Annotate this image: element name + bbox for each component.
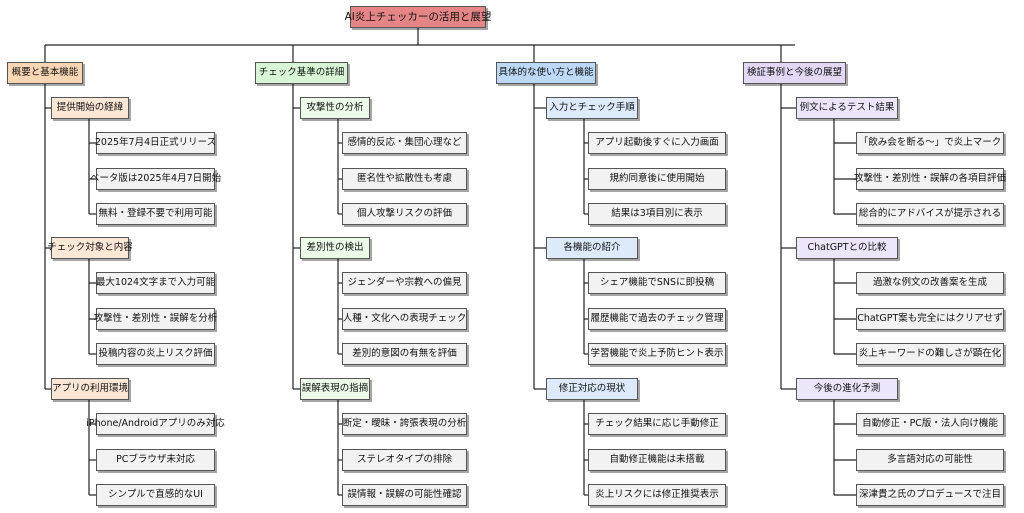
leaf-node: 総合的にアドバイスが提示される [856,203,1004,225]
subtopic-node: 誤解表現の指摘 [300,378,370,400]
leaf-node: 規約同意後に使用開始 [588,168,726,190]
leaf-node: 炎上キーワードの難しさが顕在化 [856,343,1004,365]
leaf-node: 差別的意図の有無を評価 [342,343,467,365]
leaf-node: 攻撃性・差別性・誤解を分析 [94,308,217,330]
leaf-node: アプリ起動後すぐに入力画面 [588,132,726,154]
subtopic-node: 差別性の検出 [300,237,370,259]
leaf-node: ジェンダーや宗教への偏見 [342,272,467,294]
category-node: 具体的な使い方と機能 [496,62,596,84]
leaf-node: ステレオタイプの排除 [342,449,467,471]
subtopic-node: 例文によるテスト結果 [796,97,898,119]
leaf-node: シンプルで直感的なUI [96,484,215,506]
subtopic-node: 入力とチェック手順 [546,97,638,119]
leaf-node: PCブラウザ未対応 [96,449,215,471]
leaf-node: 投稿内容の炎上リスク評価 [96,343,215,365]
leaf-node: 攻撃性・差別性・誤解の各項目評価 [854,168,1006,190]
leaf-node: 履歴機能で過去のチェック管理 [588,308,726,330]
leaf-node: 多言語対応の可能性 [856,449,1004,471]
category-node: 概要と基本機能 [7,62,83,84]
leaf-node: ChatGPT案も完全にはクリアせず [856,308,1004,330]
root-node: AI炎上チェッカーの活用と展望 [345,6,491,28]
leaf-node: 誤情報・誤解の可能性確認 [342,484,467,506]
leaf-node: 深津貴之氏のプロデュースで注目 [856,484,1004,506]
leaf-node: シェア機能でSNSに即投稿 [588,272,726,294]
leaf-node: 個人攻撃リスクの評価 [342,203,467,225]
leaf-node: 無料・登録不要で利用可能 [96,203,215,225]
leaf-node: 人種・文化への表現チェック [342,308,467,330]
subtopic-node: アプリの利用環境 [51,378,129,400]
leaf-node: iPhone/Androidアプリのみ対応 [86,413,225,435]
leaf-node: 断定・曖昧・誇張表現の分析 [342,413,467,435]
leaf-node: ベータ版は2025年4月7日開始 [90,168,221,190]
subtopic-node: 今後の進化予測 [796,378,898,400]
subtopic-node: 提供開始の経緯 [51,97,129,119]
leaf-node: 炎上リスクには修正推奨表示 [588,484,726,506]
subtopic-node: チェック対象と内容 [47,237,133,259]
category-node: チェック基準の詳細 [255,62,348,84]
leaf-node: 自動修正機能は未搭載 [588,449,726,471]
leaf-node: チェック結果に応じ手動修正 [588,413,726,435]
category-node: 検証事例と今後の展望 [743,62,846,84]
subtopic-node: 各機能の紹介 [546,237,638,259]
subtopic-node: 修正対応の現状 [546,378,638,400]
leaf-node: 最大1024文字まで入力可能 [96,272,215,294]
subtopic-node: 攻撃性の分析 [300,97,370,119]
leaf-node: 自動修正・PC版・法人向け機能 [856,413,1004,435]
subtopic-node: ChatGPTとの比較 [796,237,898,259]
leaf-node: 感情的反応・集団心理など [342,132,467,154]
leaf-node: 学習機能で炎上予防ヒント表示 [588,343,726,365]
leaf-node: 匿名性や拡散性も考慮 [342,168,467,190]
leaf-node: 結果は3項目別に表示 [588,203,726,225]
leaf-node: 「飲み会を断る〜」で炎上マーク [856,132,1004,154]
leaf-node: 2025年7月4日正式リリース [95,132,216,154]
leaf-node: 過激な例文の改善案を生成 [856,272,1004,294]
